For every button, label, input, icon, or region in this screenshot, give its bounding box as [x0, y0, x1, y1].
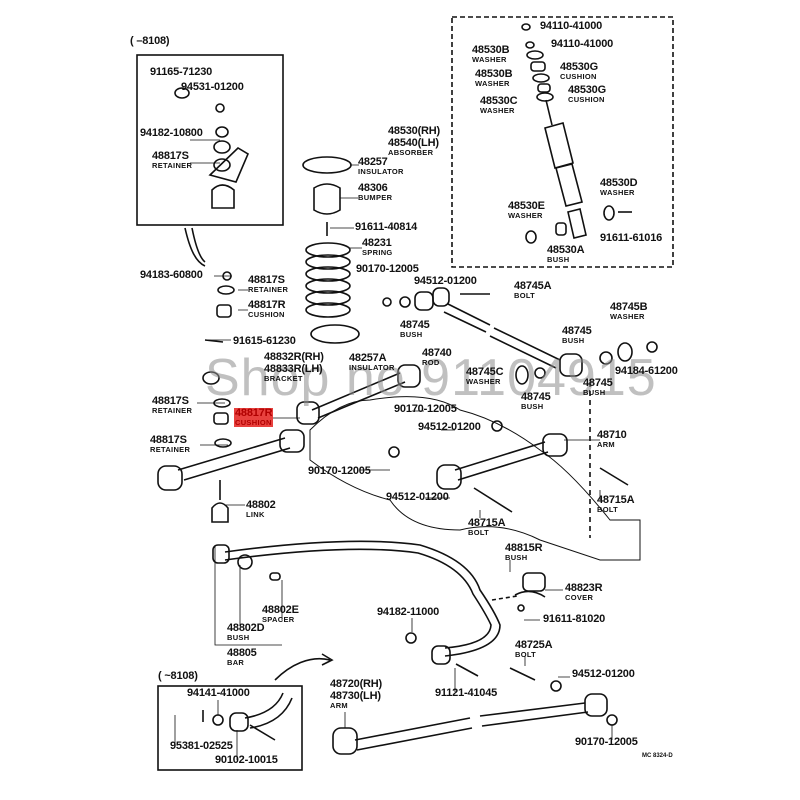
- bracket-assembly-top: [174, 87, 250, 209]
- drawing-code: MC 8324-D: [642, 753, 673, 759]
- lower-link-left: [157, 429, 305, 491]
- inset-bottom-range: ( ~8108): [158, 670, 198, 682]
- part-label: 94141-41000: [187, 687, 250, 699]
- lower-arm-48720: [332, 693, 618, 755]
- part-label: 90170-12005: [394, 403, 457, 415]
- part-label: 94182-10800: [140, 127, 203, 139]
- upper-arm-left: [296, 364, 421, 425]
- part-label: 95381-02525: [170, 740, 233, 752]
- part-label: 48832R(RH): [264, 351, 324, 363]
- part-label: 94512-01200: [572, 668, 635, 680]
- part-label: 91121-41045: [435, 687, 498, 699]
- part-label: 94512-01200: [418, 421, 481, 433]
- part-label: 91165-71230: [150, 66, 213, 78]
- part-label: 94184-61200: [615, 365, 678, 377]
- part-label: 90170-12005: [308, 465, 371, 477]
- inset-box-top: [136, 54, 284, 226]
- part-label: 94110-41000: [551, 38, 614, 50]
- inset-box-bottom: [157, 685, 303, 771]
- rod-assembly: [382, 287, 658, 385]
- part-label: 94531-01200: [181, 81, 244, 93]
- part-label: 94110-41000: [540, 20, 603, 32]
- part-label: 48730(LH)ARM: [330, 690, 381, 710]
- part-label: 90102-10015: [215, 754, 278, 766]
- coil-spring: [305, 242, 351, 318]
- inset-top-range: ( –8108): [130, 35, 170, 47]
- bracket-assembly-bottom: [202, 692, 293, 741]
- part-label: 91615-61230: [233, 335, 296, 347]
- arrow-icon: [184, 227, 206, 267]
- part-label: 48530(RH): [388, 125, 441, 137]
- leader-lines: [174, 139, 613, 760]
- part-label: 48833R(LH)BRACKET: [264, 363, 323, 383]
- part-label: 90170-12005: [356, 263, 419, 275]
- stabilizer-bar: [212, 540, 562, 692]
- arm-48710: [436, 382, 629, 538]
- part-label: 90170-12005: [575, 736, 638, 748]
- part-label: 91611-40814: [355, 221, 418, 233]
- part-label: 48720(RH): [330, 678, 383, 690]
- axle-housing: [309, 396, 641, 561]
- bumper: [313, 183, 341, 215]
- watermark: Shop no 91104915: [205, 349, 657, 407]
- part-label: 91611-81020: [543, 613, 606, 625]
- shock-absorber: [521, 23, 632, 244]
- insulator: [302, 156, 352, 174]
- arrow-icon: [274, 653, 334, 681]
- absorber-group-box: [451, 16, 674, 268]
- part-label: 94182-11000: [377, 606, 440, 618]
- part-label: 91611-61016: [600, 232, 663, 244]
- part-label: 94183-60800: [140, 269, 203, 281]
- part-label: 94512-01200: [414, 275, 477, 287]
- lower-insulator: [310, 324, 360, 344]
- part-label: 48540(LH)ABSORBER: [388, 137, 439, 157]
- part-label: 94512-01200: [386, 491, 449, 503]
